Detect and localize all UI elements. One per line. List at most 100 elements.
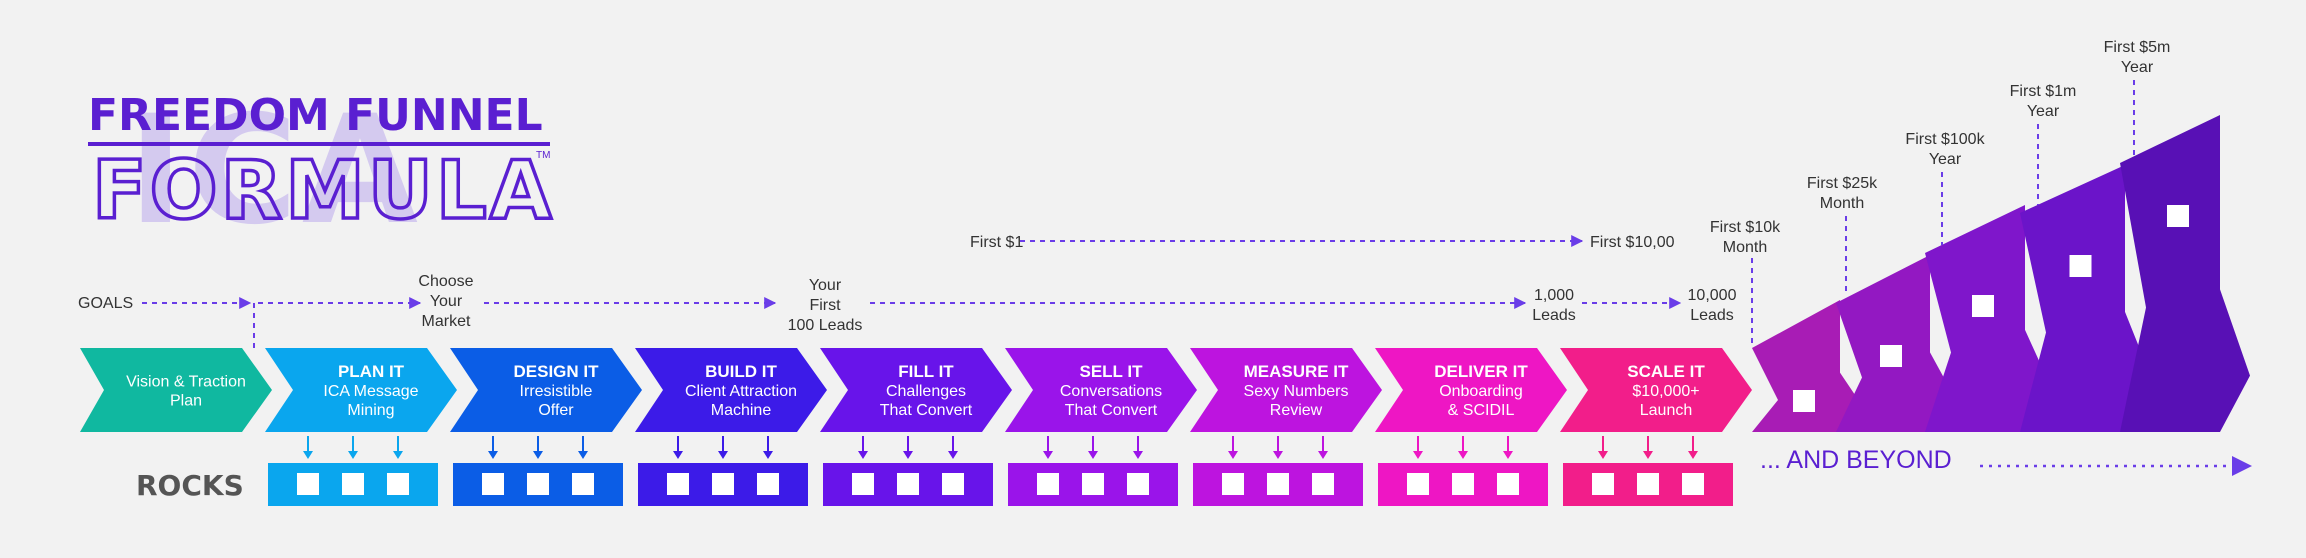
stair-block	[1836, 255, 1960, 432]
rock-arrow-head	[1413, 451, 1423, 459]
rock-checkbox	[757, 473, 779, 495]
stage-chevron	[265, 348, 457, 432]
stair-block	[2020, 165, 2155, 432]
milestone-label: Month	[1820, 195, 1864, 212]
rock-checkbox	[1267, 473, 1289, 495]
logo: ICA FREEDOM FUNNEL FORMULA TM	[88, 84, 553, 258]
rock-arrow-head	[578, 451, 588, 459]
rock-arrow-head	[1688, 451, 1698, 459]
rock-arrow-head	[858, 451, 868, 459]
label-first-1: First $1	[970, 234, 1023, 251]
rocks	[268, 436, 1733, 506]
stage-subtitle: Challenges	[886, 383, 966, 400]
rock-group-6	[1193, 436, 1363, 506]
stair-checkbox	[2167, 205, 2189, 227]
stair-checkbox	[1972, 295, 1994, 317]
milestone-label: Year	[2121, 59, 2154, 76]
rock-arrow-head	[1228, 451, 1238, 459]
rock-group-1	[268, 436, 438, 506]
rock-group-3	[638, 436, 808, 506]
milestone-label: First $1m	[2010, 83, 2077, 100]
stage-title: BUILD IT	[705, 362, 777, 381]
stage-subtitle: Client Attraction	[685, 383, 797, 400]
stage-chevron	[1560, 348, 1752, 432]
rock-checkbox	[572, 473, 594, 495]
rock-group-4	[823, 436, 993, 506]
rock-arrow-head	[903, 451, 913, 459]
rock-arrow-head	[303, 451, 313, 459]
milestone-label: First $25k	[1807, 175, 1878, 192]
stage-subtitle: Review	[1270, 402, 1323, 419]
rock-arrow-head	[1088, 451, 1098, 459]
rock-checkbox	[852, 473, 874, 495]
rock-checkbox	[1592, 473, 1614, 495]
rock-checkbox	[1407, 473, 1429, 495]
rock-checkbox	[297, 473, 319, 495]
rock-arrow-head	[1318, 451, 1328, 459]
stage-chevron	[80, 348, 272, 432]
rock-arrow-head	[393, 451, 403, 459]
rock-checkbox	[1637, 473, 1659, 495]
stair-step-1	[1752, 300, 1870, 432]
stage-subtitle: Launch	[1640, 402, 1693, 419]
stair-block	[1925, 205, 2055, 432]
label-first: First	[809, 297, 841, 314]
label-10000-leads: Leads	[1690, 307, 1734, 324]
rock-checkbox	[712, 473, 734, 495]
stair-block	[2120, 115, 2250, 432]
stage-title: DELIVER IT	[1434, 362, 1528, 381]
rock-checkbox	[1127, 473, 1149, 495]
stage-subtitle: Mining	[347, 402, 394, 419]
label-choose: Choose	[418, 273, 473, 290]
label-100-leads: 100 Leads	[788, 317, 863, 334]
label-your: Your	[430, 293, 463, 310]
stage-title: SCALE IT	[1627, 362, 1705, 381]
milestone-label: First $100k	[1905, 131, 1985, 148]
rock-arrow-head	[348, 451, 358, 459]
rock-arrow-head	[1043, 451, 1053, 459]
stage-subtitle: $10,000+	[1632, 383, 1699, 400]
stage-title: DESIGN IT	[513, 362, 599, 381]
rock-group-2	[453, 436, 623, 506]
stage-subtitle: That Convert	[1065, 402, 1158, 419]
stage-title: SELL IT	[1080, 362, 1144, 381]
rocks-label: ROCKS	[136, 469, 244, 502]
rock-arrow-head	[673, 451, 683, 459]
logo-trademark: TM	[536, 150, 550, 161]
stage-subtitle: ICA Message	[323, 383, 418, 400]
rock-arrow-head	[1458, 451, 1468, 459]
label-first-10000: First $10,00	[1590, 234, 1675, 251]
stage-chevron	[450, 348, 642, 432]
rock-arrow-head	[1503, 451, 1513, 459]
rock-arrow-head	[948, 451, 958, 459]
stage-subtitle: Onboarding	[1439, 383, 1523, 400]
label-1000-leads: Leads	[1532, 307, 1576, 324]
rock-group-7	[1378, 436, 1548, 506]
stage-subtitle: Sexy Numbers	[1244, 383, 1349, 400]
stage-chevron	[1375, 348, 1567, 432]
milestone-label: First $10k	[1710, 219, 1781, 236]
rock-checkbox	[1312, 473, 1334, 495]
stair-step-2	[1836, 255, 1960, 432]
rock-checkbox	[482, 473, 504, 495]
stair-checkbox	[1793, 390, 1815, 412]
rock-checkbox	[1682, 473, 1704, 495]
stage-title: PLAN IT	[338, 362, 405, 381]
stage-chevron	[820, 348, 1012, 432]
stage-subtitle: Conversations	[1060, 383, 1162, 400]
milestone-label: First $5m	[2104, 39, 2171, 56]
